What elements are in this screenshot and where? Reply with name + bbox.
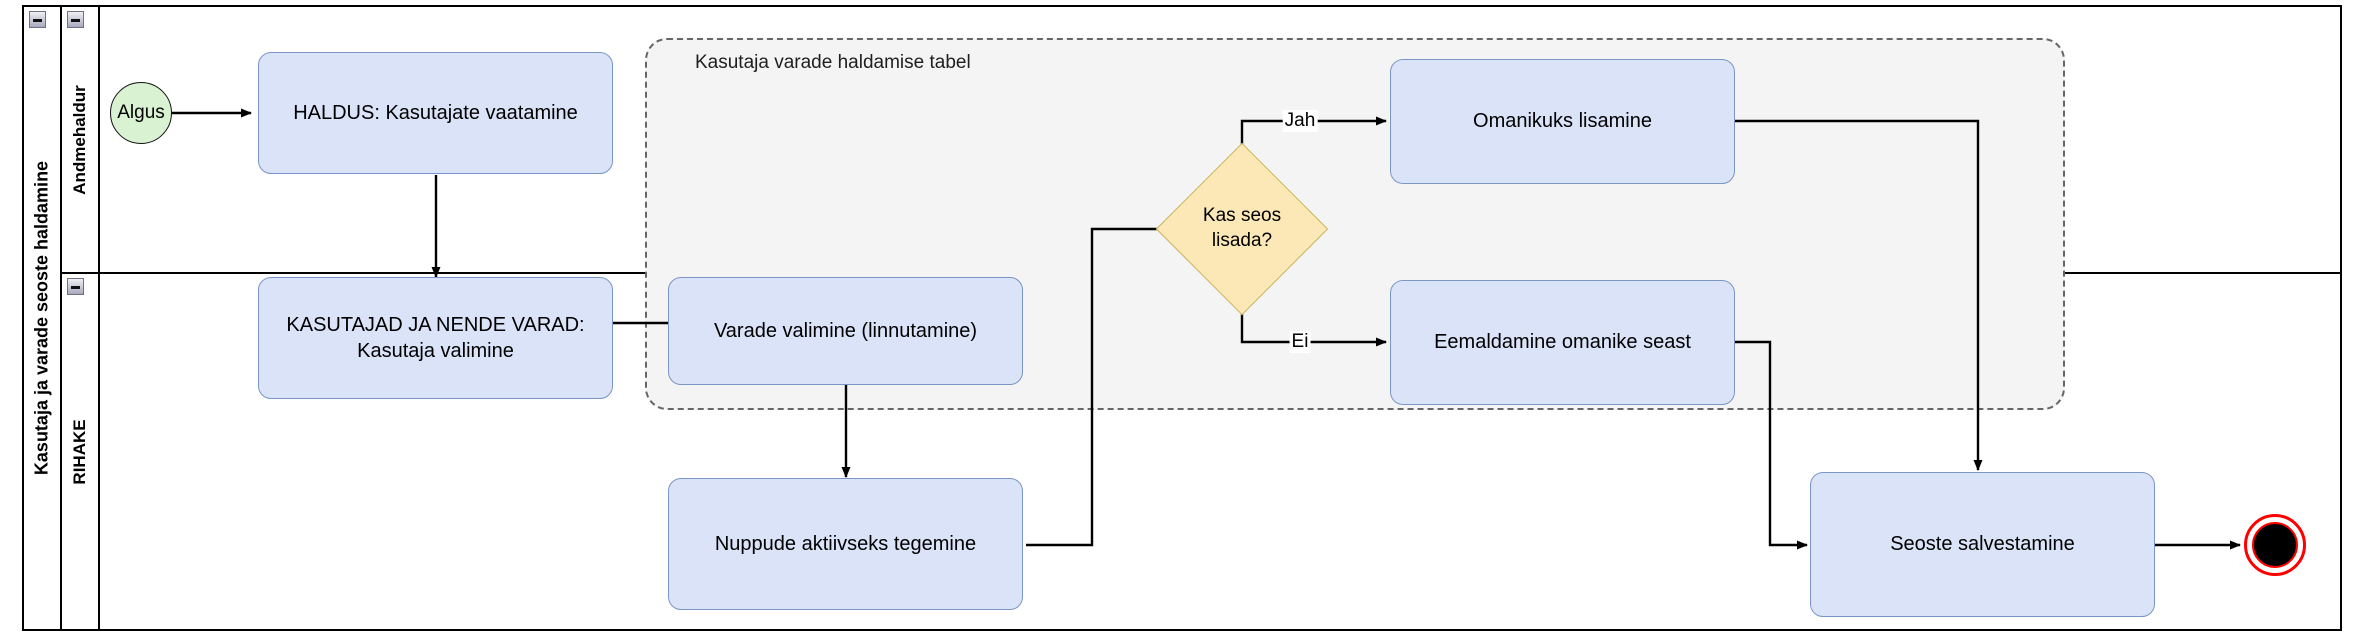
- task-haldus-kasutajate-vaatamine[interactable]: HALDUS: Kasutajate vaatamine: [258, 52, 613, 174]
- lane-andmehaldur-title: Andmehaldur: [70, 84, 89, 195]
- task-varade-label: Varade valimine (linnutamine): [713, 319, 978, 342]
- pool-title: Kasutaja ja varade seoste haldamine: [31, 160, 52, 476]
- edge-label-ei: Ei: [1289, 331, 1311, 353]
- lane-rihake-title: RIHAKE: [70, 418, 89, 485]
- task-seoste-label: Seoste salvestamine: [1890, 533, 2075, 556]
- lane-rihake-collapse-minus-icon[interactable]: [67, 278, 84, 295]
- lane-rihake-header: RIHAKE: [62, 274, 100, 629]
- pool-collapse-minus-icon[interactable]: [29, 11, 46, 28]
- lane-andmehaldur-header: Andmehaldur: [62, 7, 100, 272]
- task-kasutajad-ja-nende-varad[interactable]: KASUTAJAD JA NENDE VARAD: Kasutaja valim…: [258, 277, 613, 399]
- pool-header: Kasutaja ja varade seoste haldamine: [24, 7, 62, 629]
- start-event-algus[interactable]: Algus: [110, 82, 172, 144]
- task-kasutajad-label: KASUTAJAD JA NENDE VARAD: Kasutaja valim…: [286, 313, 585, 362]
- lane-andmehaldur-collapse-minus-icon[interactable]: [67, 11, 84, 28]
- task-seoste-salvestamine[interactable]: Seoste salvestamine: [1810, 472, 2155, 617]
- end-event-inner-circle: [2252, 522, 2298, 568]
- end-event[interactable]: [2244, 514, 2306, 576]
- task-eemaldamine-label: Eemaldamine omanike seast: [1434, 331, 1691, 354]
- task-eemaldamine-omanike-seast[interactable]: Eemaldamine omanike seast: [1390, 280, 1735, 405]
- task-omanikuks-label: Omanikuks lisamine: [1473, 110, 1652, 133]
- task-nuppude-label: Nuppude aktiivseks tegemine: [714, 532, 977, 555]
- task-nuppude-aktiivseks-tegemine[interactable]: Nuppude aktiivseks tegemine: [668, 478, 1023, 610]
- task-varade-valimine[interactable]: Varade valimine (linnutamine): [668, 277, 1023, 385]
- task-haldus-label: HALDUS: Kasutajate vaatamine: [293, 101, 578, 124]
- edge-label-jah: Jah: [1282, 110, 1318, 132]
- start-event-label: Algus: [117, 102, 165, 123]
- task-omanikuks-lisamine[interactable]: Omanikuks lisamine: [1390, 59, 1735, 184]
- lane-rihake: RIHAKE: [62, 274, 2342, 629]
- group-label: Kasutaja varade haldamise tabel: [695, 52, 971, 73]
